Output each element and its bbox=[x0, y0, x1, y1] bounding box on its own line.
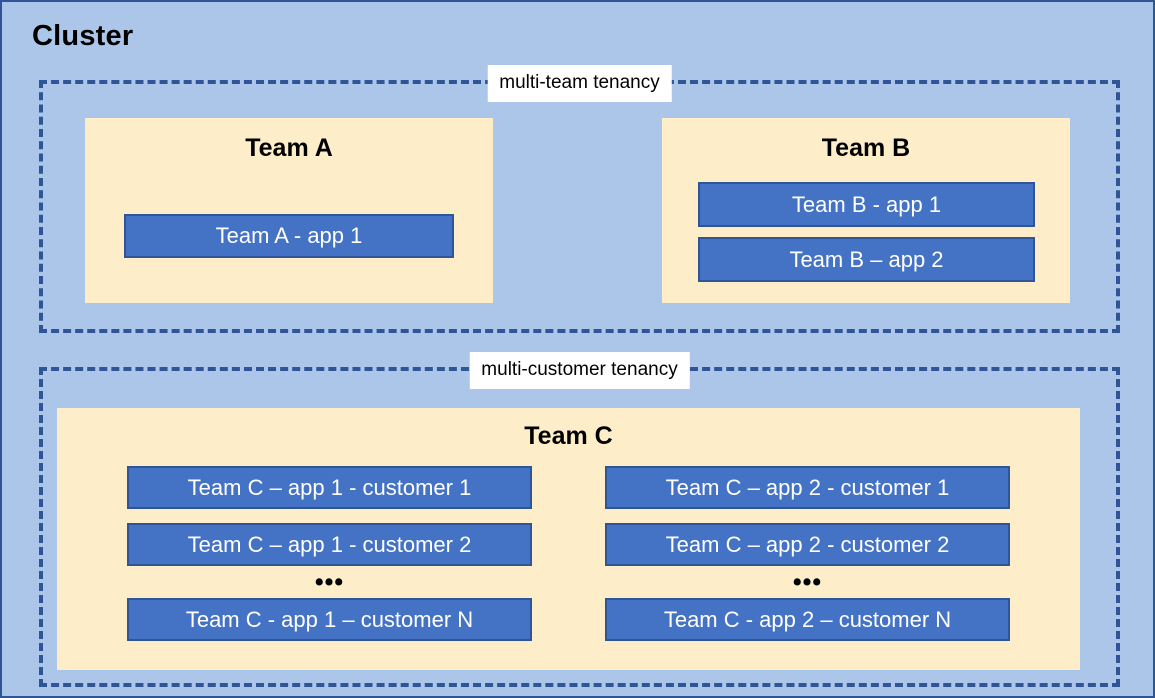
app-box-team-c-app-1-customer-2[interactable]: Team C – app 1 - customer 2 bbox=[127, 523, 532, 566]
app-box-team-c-app-2-customer-n[interactable]: Team C - app 2 – customer N bbox=[605, 598, 1010, 641]
app-column-team-c-app-2: Team C – app 2 - customer 1 Team C – app… bbox=[605, 466, 1010, 641]
app-box-team-c-app-1-customer-1[interactable]: Team C – app 1 - customer 1 bbox=[127, 466, 532, 509]
app-box-team-a-app-1[interactable]: Team A - app 1 bbox=[124, 214, 454, 258]
team-panel-team-b: Team B Team B - app 1 Team B – app 2 bbox=[662, 118, 1070, 303]
app-box-team-b-app-2[interactable]: Team B – app 2 bbox=[698, 237, 1035, 282]
tenancy-group-multi-customer: multi-customer tenancy bbox=[39, 352, 1120, 687]
team-heading-team-a: Team A bbox=[245, 134, 333, 162]
team-panel-team-a: Team A Team A - app 1 bbox=[85, 118, 493, 303]
ellipsis-team-c-app-2: ••• bbox=[792, 568, 823, 596]
cluster-title: Cluster bbox=[32, 20, 134, 52]
tenancy-group-multi-team: multi-team tenancy bbox=[39, 65, 1120, 333]
app-list-team-a: Team A - app 1 bbox=[124, 214, 454, 258]
app-box-team-c-app-1-customer-n[interactable]: Team C - app 1 – customer N bbox=[127, 598, 532, 641]
ellipsis-team-c-app-1: ••• bbox=[314, 568, 345, 596]
app-grid-team-c: Team C – app 1 - customer 1 Team C – app… bbox=[57, 466, 1080, 641]
app-column-team-c-app-1: Team C – app 1 - customer 1 Team C – app… bbox=[127, 466, 532, 641]
team-panel-team-c: Team C Team C – app 1 - customer 1 Team … bbox=[57, 408, 1080, 670]
app-box-team-c-app-2-customer-2[interactable]: Team C – app 2 - customer 2 bbox=[605, 523, 1010, 566]
tenancy-group-label-multi-customer: multi-customer tenancy bbox=[469, 352, 690, 389]
team-heading-team-b: Team B bbox=[821, 134, 911, 162]
spacer bbox=[127, 509, 532, 523]
team-heading-team-c: Team C bbox=[524, 422, 613, 450]
app-list-team-b: Team B - app 1 Team B – app 2 bbox=[698, 182, 1035, 282]
spacer bbox=[605, 509, 1010, 523]
app-box-team-c-app-2-customer-1[interactable]: Team C – app 2 - customer 1 bbox=[605, 466, 1010, 509]
tenancy-group-label-multi-team: multi-team tenancy bbox=[487, 65, 672, 102]
app-box-team-b-app-1[interactable]: Team B - app 1 bbox=[698, 182, 1035, 227]
